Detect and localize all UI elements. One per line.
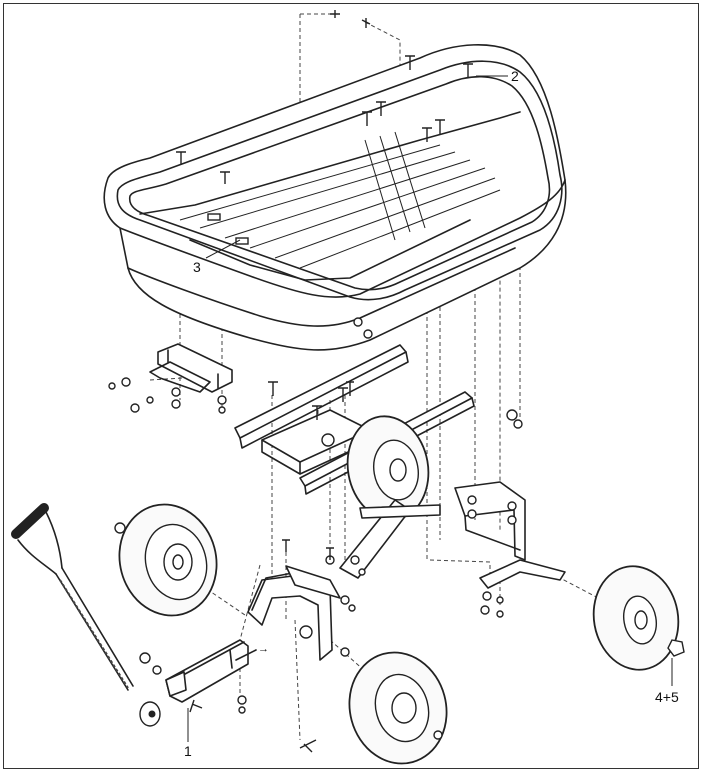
front-wheel-right <box>348 651 448 765</box>
callout-2: 2 <box>511 68 519 84</box>
callout-3: 3 <box>193 259 201 275</box>
front-axle-arm: → <box>139 639 317 753</box>
pull-handle <box>11 503 161 727</box>
callout-4-5: 4+5 <box>655 689 679 705</box>
tray-bracket-left <box>108 343 233 414</box>
arrow-mark: → <box>258 643 269 655</box>
front-wheel-left <box>114 503 218 617</box>
tray-bolts <box>176 10 473 184</box>
steering-yoke <box>247 539 366 661</box>
wagon-tray <box>103 10 567 351</box>
callout-1: 1 <box>184 743 192 759</box>
callout-leaders <box>187 75 673 742</box>
rear-wheel-right <box>592 565 685 671</box>
rear-wheel-inner <box>346 415 430 521</box>
